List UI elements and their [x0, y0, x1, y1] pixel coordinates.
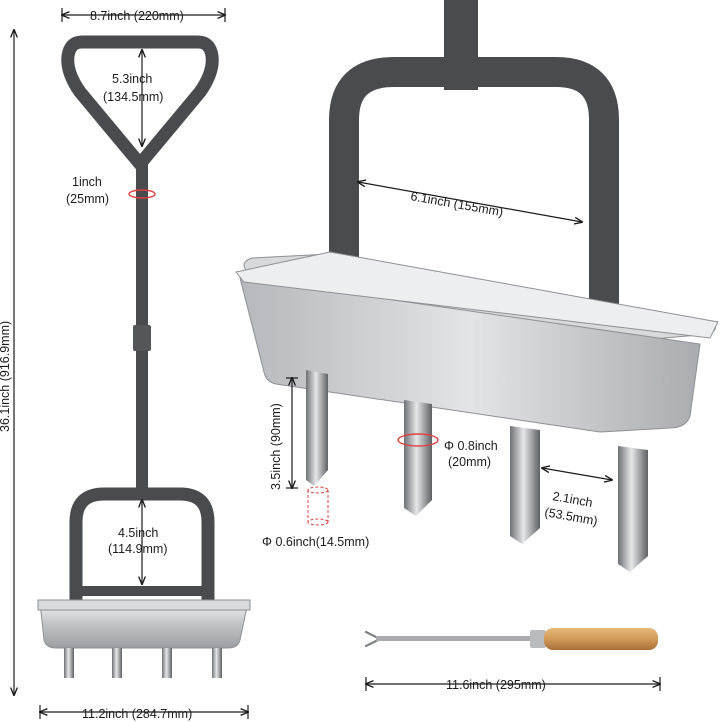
tine-outer-diameter-label-a: Φ 0.8inch: [444, 439, 498, 453]
grip-height-label-b: (134.5mm): [103, 90, 163, 104]
tines: [64, 648, 222, 678]
tool-rod: [376, 636, 534, 641]
frame-crossbar: [76, 586, 208, 596]
closeup-tray-rim: [235, 251, 719, 339]
dimension-lines-left: [14, 8, 248, 719]
closeup-illustration: [235, 0, 719, 572]
tool-length-label: 11.6inch (295mm): [446, 678, 546, 692]
shaft-diameter-label-a: 1inch: [72, 175, 102, 189]
closeup-tray-front: [239, 277, 701, 433]
tool-ferrule: [530, 630, 546, 648]
frame-inner-width-label: 6.1inch (155mm): [409, 189, 504, 219]
lower-frame: [69, 487, 215, 600]
frame-height-label-a: 4.5inch: [118, 526, 158, 540]
tine-length-label: 3.5inch (90mm): [269, 403, 283, 490]
wooden-handle: [544, 628, 658, 650]
shaft-diameter-label-b: (25mm): [66, 192, 109, 206]
grip-height-label-a: 5.3inch: [112, 72, 152, 86]
frame-height-label-b: (114.9mm): [108, 542, 168, 556]
grip-handle: [61, 35, 219, 171]
cleaning-tool-illustration: [364, 628, 658, 650]
closeup-tines: [306, 370, 648, 572]
tine-inner-cylinder: [307, 486, 329, 526]
closeup-frame: [329, 57, 619, 330]
tine-inner-diameter-label: Φ 0.6inch(14.5mm): [262, 535, 369, 549]
tine-outer-ring: [397, 433, 439, 447]
total-height-label: 36.1inch (916.9mm): [0, 321, 12, 432]
handle-width-label: 8.7inch (220mm): [90, 9, 184, 23]
tray-width-label: 11.2inch (284.7mm): [82, 707, 192, 721]
tine-spacing-label-a: 2.1inch: [551, 489, 593, 510]
tray-rim: [37, 599, 251, 611]
tray: [39, 601, 249, 649]
tine-outer-diameter-label-b: (20mm): [448, 455, 491, 469]
shaft-diameter-ring: [128, 189, 156, 199]
shaft-joint: [133, 325, 151, 351]
full-tool-illustration: [37, 35, 251, 678]
dimension-lines-right: [286, 182, 660, 691]
